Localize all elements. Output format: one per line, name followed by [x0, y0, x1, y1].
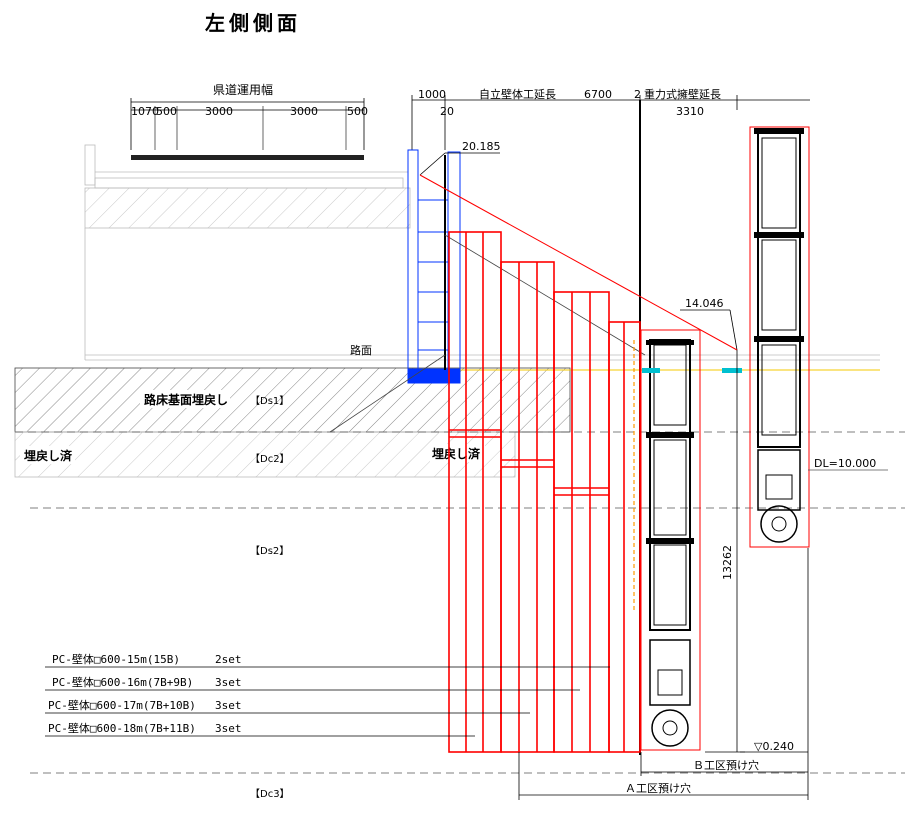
legend-pile-17m: PC-壁体□600-17m(7B+10B) [48, 698, 196, 712]
legend-qty-15m: 2set [215, 653, 242, 666]
ds2-label: 【Ds2】 [250, 545, 289, 557]
datum-level: DL=10.000 [808, 457, 888, 471]
a-pit-label: Ａ工区預け穴 [625, 781, 691, 795]
legend-pile-16m: PC-壁体□600-16m(7B+9B) [52, 675, 193, 689]
bottom-elevation-mark: ▽0.240 [740, 740, 808, 753]
b-pit-label: Ｂ工区預け穴 [693, 758, 759, 772]
dc2-label: 【Dc2】 [250, 453, 290, 465]
road-width-label: 県道運用幅 [213, 82, 273, 97]
dim-1000: 1000 [418, 88, 446, 101]
bottom-elevation: ▽0.240 [754, 740, 794, 753]
elevation-mark-top: 20.185 [419, 140, 501, 176]
existing-road-body: 路面 [84, 144, 880, 361]
pile-legend: PC-壁体□600-15m(15B) 2set PC-壁体□600-16m(7B… [45, 652, 610, 737]
legend-qty-17m: 3set [215, 699, 242, 712]
diagonal-red-line [419, 174, 738, 351]
dim-1070: 1070 [131, 105, 159, 118]
diagonal-gray-line [444, 234, 646, 356]
dim-2: 2 [634, 88, 641, 101]
crawler-crane-lower [640, 329, 701, 751]
layer-boundaries [15, 431, 905, 774]
legend-qty-18m: 3set [215, 722, 242, 735]
drawing-title: 左側側面 [205, 11, 301, 35]
diagonal-gray-line-2 [329, 354, 446, 433]
dim-500b: 500 [347, 105, 368, 118]
blue-frame-structure [407, 149, 461, 384]
mid-elevation: 14.046 [685, 297, 724, 310]
dc3-label: 【Dc3】 [250, 788, 290, 800]
datum-level-label: DL=10.000 [814, 457, 876, 470]
ds1-fill-label: 路床基面埋戻し [144, 392, 228, 407]
dim-20: 20 [440, 105, 454, 118]
dim-500a: 500 [156, 105, 177, 118]
road-width-dimension: 県道運用幅 1070 500 3000 3000 500 [130, 82, 368, 160]
legend-qty-16m: 3set [215, 676, 242, 689]
crawler-crane-upper [722, 126, 810, 548]
road-surface-label: 路面 [350, 344, 372, 357]
vertical-dimension-value: 13262 [721, 545, 734, 580]
gravity-wall-label: 重力式擁壁延長 [644, 87, 721, 101]
dc2-fill-right-label: 埋戻し済 [432, 446, 481, 461]
dc2-fill-left-label: 埋戻し済 [24, 448, 73, 463]
legend-pile-15m: PC-壁体□600-15m(15B) [52, 652, 180, 666]
dim-3000b: 3000 [290, 105, 318, 118]
pile-walls [448, 231, 641, 753]
gravity-wall-value: 3310 [676, 105, 704, 118]
legend-pile-18m: PC-壁体□600-18m(7B+11B) [48, 721, 196, 735]
dim-3000a: 3000 [205, 105, 233, 118]
ds1-label: 【Ds1】 [250, 395, 289, 407]
soil-dc2-fill: 埋戻し済 【Dc2】 埋戻し済 [14, 431, 516, 478]
wall-extent-dimension: 1000 20 自立壁体工延長 6700 2 重力式擁壁延長 3310 [411, 87, 810, 150]
vertical-dimension: 13262 [705, 350, 745, 753]
self-wall-value: 6700 [584, 88, 612, 101]
soil-ds1-fill: 路床基面埋戻し 【Ds1】 [14, 367, 571, 433]
top-elevation: 20.185 [462, 140, 501, 153]
pit-dimensions: Ｂ工区預け穴 Ａ工区預け穴 [518, 548, 809, 800]
elevation-mark-mid: 14.046 [680, 297, 738, 351]
self-wall-label: 自立壁体工延長 [479, 87, 556, 101]
